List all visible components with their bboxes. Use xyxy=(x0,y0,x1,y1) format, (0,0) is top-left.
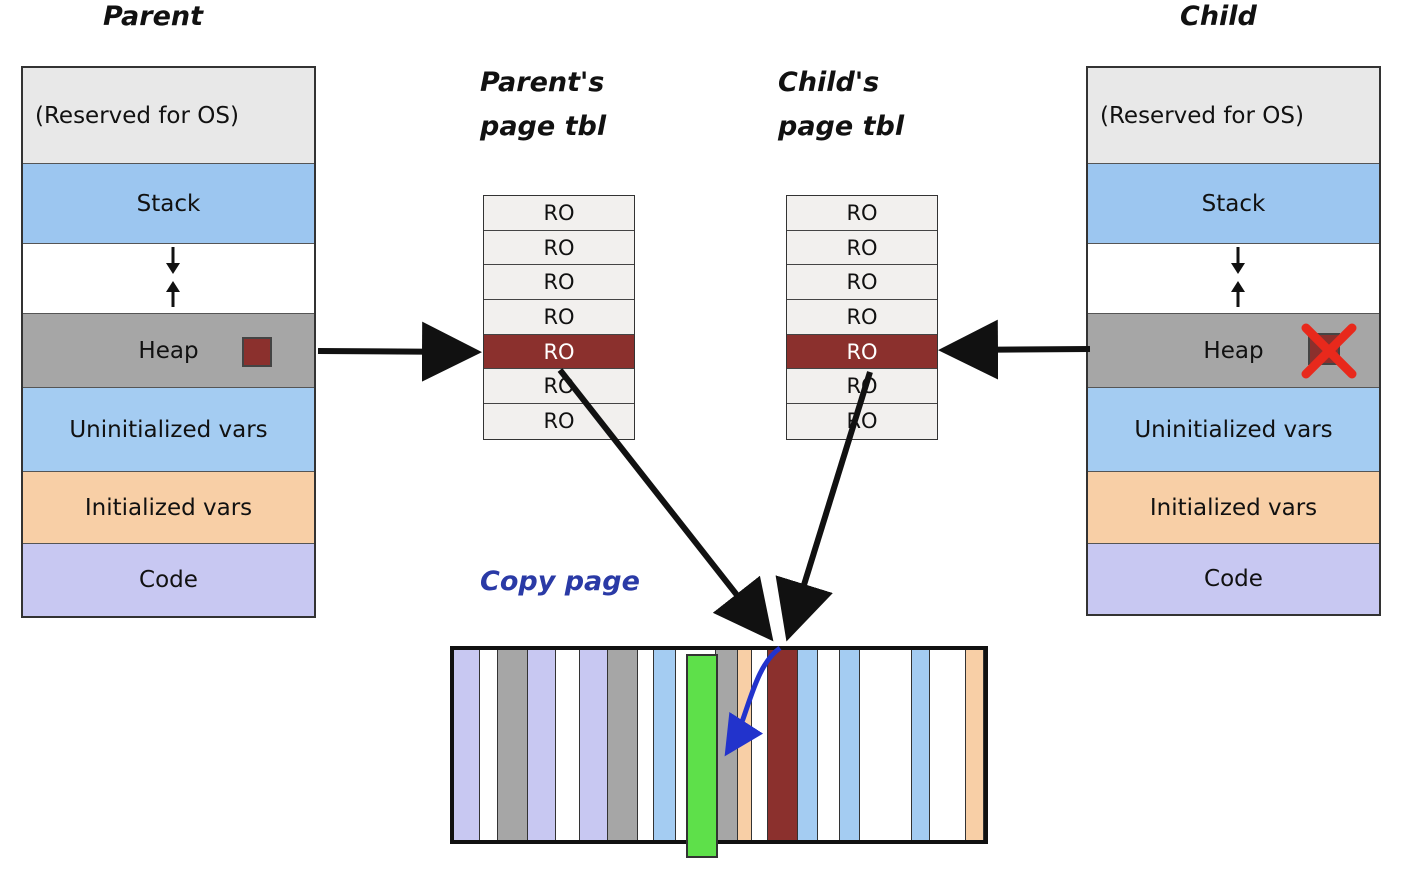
parent-reserved-label: (Reserved for OS) xyxy=(35,102,239,129)
parent-growth-arrows xyxy=(166,247,180,307)
physical-frame xyxy=(608,650,638,840)
parent-pt-entry: RO xyxy=(484,369,634,405)
copy-page-arrow xyxy=(724,645,782,757)
child-heap-to-pt-arrow xyxy=(938,319,1091,380)
child-free-gap xyxy=(1088,244,1379,314)
parent-heap-to-pt-arrow xyxy=(317,321,482,382)
physical-frame xyxy=(966,650,984,840)
physical-frame xyxy=(818,650,840,840)
child-stack-label: Stack xyxy=(1201,190,1266,217)
child-page-table: RO RO RO RO RO RO RO xyxy=(786,195,938,440)
physical-frame xyxy=(556,650,580,840)
child-pt-entry: RO xyxy=(787,196,937,231)
physical-frame xyxy=(930,650,966,840)
parent-pt-entry: RO xyxy=(484,230,634,266)
physical-frame xyxy=(912,650,930,840)
parent-uninit-label: Uninitialized vars xyxy=(69,416,268,443)
parent-reserved-segment: (Reserved for OS) xyxy=(23,68,314,164)
child-uninit-label: Uninitialized vars xyxy=(1134,416,1333,443)
child-pt-entry: RO xyxy=(787,230,937,266)
parent-pt-to-frame-arrow xyxy=(557,368,774,642)
child-pt-to-frame-arrow xyxy=(775,371,873,642)
parent-pt-entry: RO xyxy=(484,300,634,335)
parent-pt-entry: RO xyxy=(484,265,634,301)
parent-page-table: RO RO RO RO RO RO RO xyxy=(483,195,635,440)
child-pt-entry-shared: RO xyxy=(787,334,937,370)
child-reserved-label: (Reserved for OS) xyxy=(1100,102,1304,129)
physical-frame xyxy=(580,650,608,840)
child-pt-entry: RO xyxy=(787,300,937,335)
child-page-table-title-line2: page tbl xyxy=(778,111,905,142)
invalidated-page-icon xyxy=(1301,323,1357,379)
parent-init-segment: Initialized vars xyxy=(23,472,314,544)
child-heap-label: Heap xyxy=(1203,337,1264,364)
physical-frame xyxy=(528,650,556,840)
child-code-segment: Code xyxy=(1088,544,1379,614)
child-reserved-segment: (Reserved for OS) xyxy=(1088,68,1379,164)
copied-page-frame xyxy=(686,654,718,858)
physical-frame xyxy=(480,650,498,840)
physical-frame xyxy=(798,650,818,840)
parent-page-table-title-line1: Parent's xyxy=(480,67,605,98)
child-address-space: (Reserved for OS) Stack Heap Uninitializ… xyxy=(1086,66,1381,616)
physical-frame xyxy=(498,650,528,840)
physical-frame xyxy=(654,650,676,840)
physical-frame xyxy=(860,650,912,840)
parent-address-space: (Reserved for OS) Stack Heap Uninitializ… xyxy=(21,66,316,618)
parent-heap-label: Heap xyxy=(138,337,199,364)
child-pt-entry: RO xyxy=(787,265,937,301)
parent-uninit-segment: Uninitialized vars xyxy=(23,388,314,472)
physical-frame xyxy=(638,650,654,840)
copy-page-label: Copy page xyxy=(480,566,640,597)
child-pt-entry: RO xyxy=(787,369,937,405)
child-growth-arrows xyxy=(1231,247,1245,307)
child-label: Child xyxy=(1180,1,1257,32)
child-uninit-segment: Uninitialized vars xyxy=(1088,388,1379,472)
parent-heap-segment: Heap xyxy=(23,314,314,388)
parent-code-segment: Code xyxy=(23,544,314,616)
parent-page-table-title-line2: page tbl xyxy=(480,111,607,142)
child-init-segment: Initialized vars xyxy=(1088,472,1379,544)
child-code-label: Code xyxy=(1204,566,1263,592)
parent-heap-page-marker xyxy=(242,337,272,367)
parent-free-gap xyxy=(23,244,314,314)
parent-code-label: Code xyxy=(139,567,198,593)
child-init-label: Initialized vars xyxy=(1149,494,1318,521)
parent-pt-entry: RO xyxy=(484,196,634,231)
parent-stack-segment: Stack xyxy=(23,164,314,244)
shared-heap-frame xyxy=(768,650,798,840)
physical-frame xyxy=(840,650,860,840)
physical-frame xyxy=(454,650,480,840)
parent-pt-entry-shared: RO xyxy=(484,334,634,370)
parent-stack-label: Stack xyxy=(136,190,201,217)
parent-init-label: Initialized vars xyxy=(84,494,253,521)
child-stack-segment: Stack xyxy=(1088,164,1379,244)
parent-label: Parent xyxy=(103,1,204,32)
physical-memory xyxy=(450,646,988,844)
child-page-table-title-line1: Child's xyxy=(778,67,880,98)
